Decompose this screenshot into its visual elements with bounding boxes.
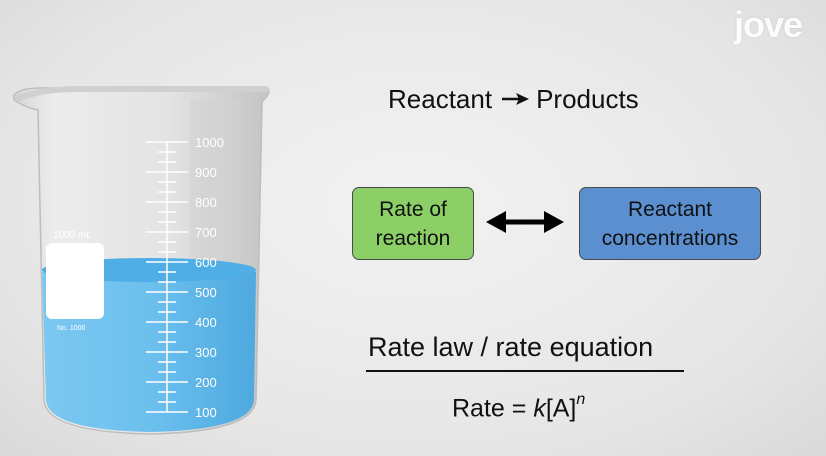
beaker-label-bottom: No. 1000 bbox=[57, 325, 86, 332]
logo-text: jove bbox=[734, 4, 803, 45]
beaker-label-patch bbox=[46, 243, 104, 319]
rate-law-underline bbox=[366, 370, 684, 372]
double-arrow-icon bbox=[486, 211, 564, 233]
scale-label: 300 bbox=[195, 345, 217, 360]
right-arrow-icon bbox=[502, 93, 530, 105]
scale-label: 900 bbox=[195, 165, 217, 180]
rate-of-reaction-box: Rate of reaction bbox=[352, 187, 474, 260]
reactant-text: Reactant bbox=[388, 83, 493, 114]
conc-box-line1: Reactant bbox=[627, 197, 713, 221]
scale-label: 1000 bbox=[195, 135, 224, 150]
rate-formula: Rate = k[A]n bbox=[452, 391, 586, 423]
formula-concentration: [A] bbox=[545, 394, 577, 423]
conc-box-line2: concentrations bbox=[601, 226, 739, 250]
reactant-concentrations-box: Reactant concentrations bbox=[579, 187, 761, 260]
scale-label: 800 bbox=[195, 195, 217, 210]
scale-label: 400 bbox=[195, 315, 217, 330]
reaction-equation: Reactant Products bbox=[388, 82, 639, 116]
scale-label: 200 bbox=[195, 375, 217, 390]
scale-label: 500 bbox=[195, 285, 217, 300]
jove-logo: jove bbox=[734, 4, 820, 48]
beaker-rim bbox=[14, 86, 270, 102]
rate-law-title: Rate law / rate equation bbox=[368, 332, 654, 362]
formula-k: k bbox=[533, 394, 546, 423]
rate-box-line2: reaction bbox=[375, 226, 451, 250]
beaker-illustration: 1000 mL No. 1000 1000 900 800 700 600 500 400 3… bbox=[13, 86, 270, 435]
beaker-label-top: 1000 mL bbox=[53, 230, 92, 241]
scale-label: 600 bbox=[195, 255, 217, 270]
products-text: Products bbox=[536, 83, 639, 114]
formula-prefix: Rate = bbox=[452, 394, 534, 423]
beaker-scale-labels: 1000 900 800 700 600 500 400 300 200 100 bbox=[195, 135, 224, 420]
scale-label: 100 bbox=[195, 405, 217, 420]
beaker-scale bbox=[146, 141, 188, 413]
formula-exponent: n bbox=[576, 391, 586, 408]
rate-box-line1: Rate of bbox=[379, 197, 447, 221]
scale-label: 700 bbox=[195, 225, 217, 240]
